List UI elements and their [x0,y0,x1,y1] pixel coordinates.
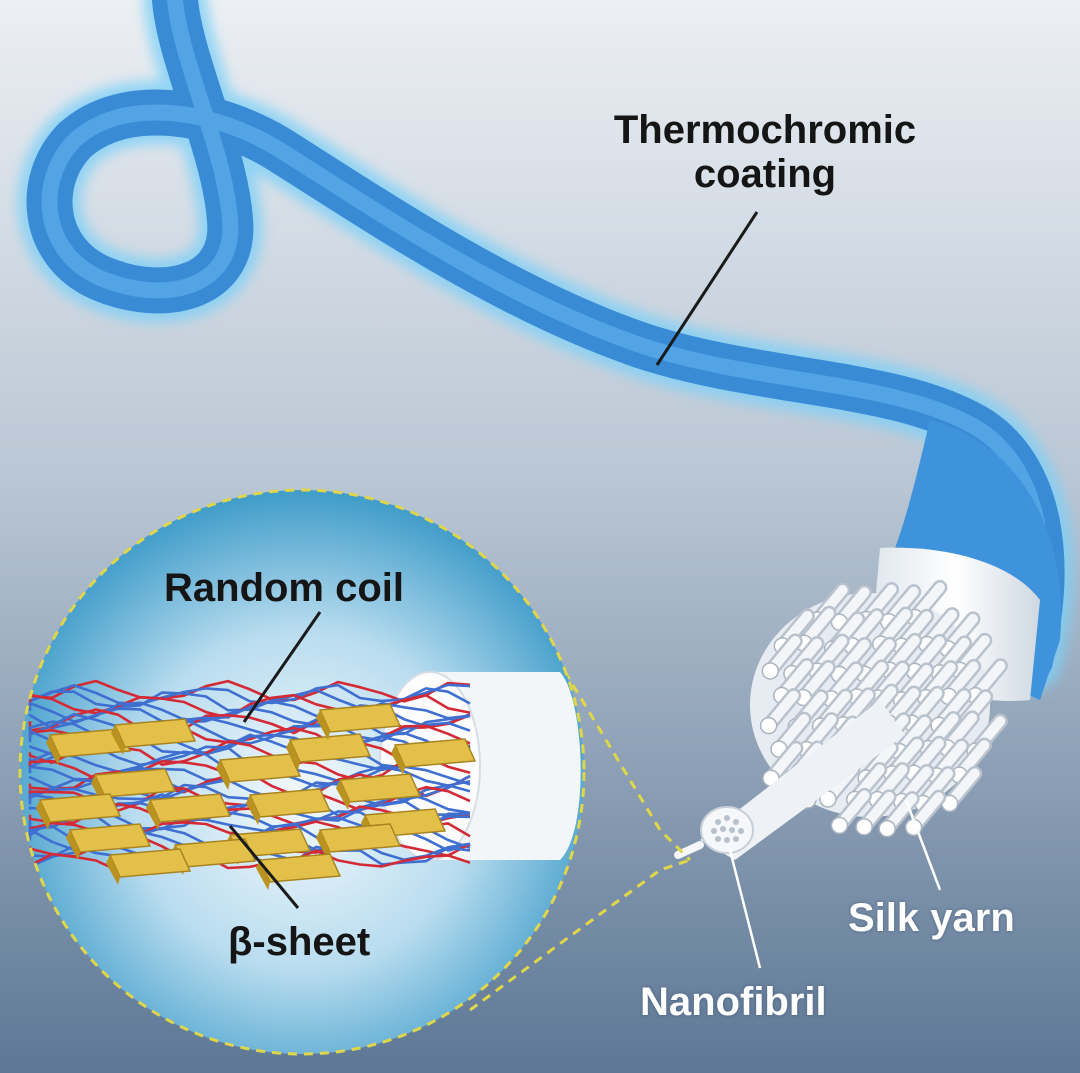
yarn-fiber-tip [855,818,873,836]
beta-sheet-side [316,710,330,740]
beta-sheet-block [256,853,342,890]
random-coil-leader [242,611,322,723]
beta-sheet-side [391,745,405,775]
yarn-fiber-tip [830,816,849,835]
beta-sheet-side [216,760,230,790]
silk-yarn-leader [904,799,942,891]
beta-sheet-side [256,860,270,890]
yarn-fiber-tip [759,716,778,735]
beta-sheet-leader [228,825,300,909]
beta-sheet-block [216,753,302,790]
beta-sheet-block [286,733,372,770]
beta-sheet-side [286,740,300,770]
beta-sheet-crystals [36,703,477,890]
beta-sheet-block [111,718,197,755]
beta-sheet-side [111,725,125,755]
yarn-fiber-tip [878,819,896,838]
beta-sheet-block [316,703,402,740]
beta-sheet-block [336,773,422,810]
thermochromic-coating-label: Thermochromic coating [560,108,970,196]
polymer-chain [28,849,471,874]
beta-sheet-side [336,780,350,810]
beta-sheet-side [246,795,260,825]
beta-sheet-block [36,793,122,830]
nanofibril-leader [728,849,762,969]
beta-sheet-block [246,788,332,825]
thermochromic-label-line2: coating [693,152,837,196]
beta-sheet-block [106,848,192,885]
leader-lines-light [728,799,942,969]
beta-sheet-block [391,738,477,775]
beta-sheet-side [66,830,80,860]
beta-sheet-side [316,830,330,860]
random-coil-label: Random coil [164,566,405,610]
beta-sheet-side [106,855,120,885]
beta-sheet-side [146,800,160,830]
beta-sheet-block [316,823,402,860]
leader-lines [228,211,759,909]
polymer-chain [28,683,471,706]
callout-connector [469,629,692,1012]
beta-sheet-side [46,735,60,765]
thermochromic-leader [655,211,759,366]
beta-sheet-block [66,823,152,860]
silk-yarn-label: Silk yarn [848,896,1015,940]
yarn-fiber-tip [761,662,780,680]
beta-sheet-label: β-sheet [228,920,371,964]
polymer-chain [28,679,471,703]
nanofibril-label: Nanofibril [640,980,827,1024]
beta-sheet-block [146,793,232,830]
beta-sheet-side [36,800,50,830]
nanofibril-strand [674,700,905,860]
thermochromic-label-line1: Thermochromic [613,108,917,152]
beta-sheet-block [46,728,132,765]
